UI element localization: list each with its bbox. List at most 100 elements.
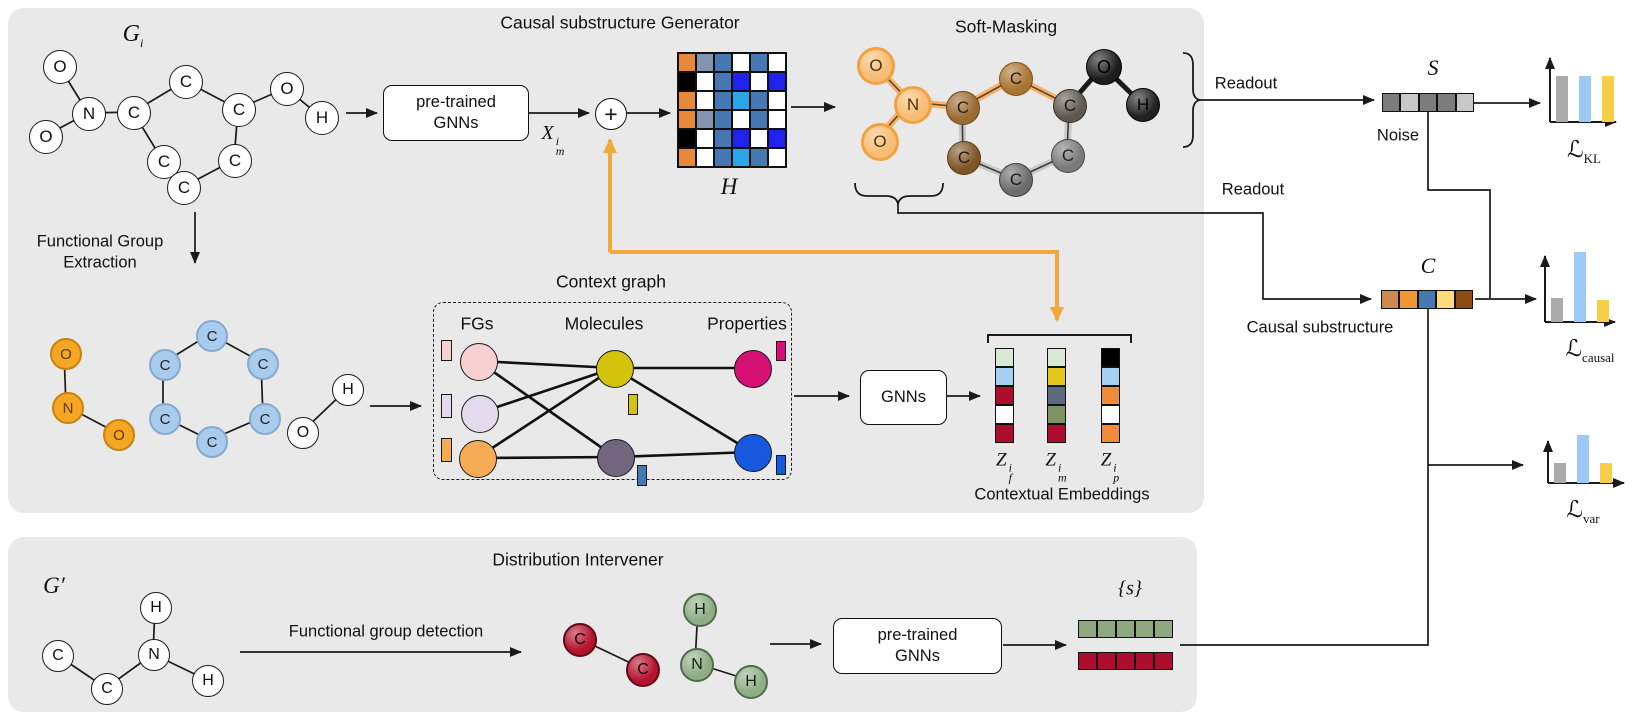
- fg-extraction-line1: Functional Group: [36, 232, 164, 251]
- loss-bar-1: [1577, 435, 1589, 483]
- atom-softmask-o: O: [861, 123, 899, 161]
- loss-causal-label: ℒcausal: [1565, 336, 1614, 366]
- pretrained-gnns-line1: pre-trained: [416, 93, 496, 112]
- cell: [1382, 93, 1401, 112]
- cell: [1417, 290, 1437, 309]
- property-node-magenta: [734, 350, 772, 388]
- atom-gi-c: C: [117, 96, 151, 130]
- c-vector: [1381, 290, 1473, 309]
- h-label: H: [720, 174, 738, 199]
- s-label: S: [1427, 55, 1439, 80]
- context-swatch-4: [637, 465, 647, 486]
- fg-node-lavender: [461, 395, 499, 433]
- context-graph-edges: [475, 359, 754, 460]
- context-swatch-3: [628, 394, 638, 415]
- cell: [696, 91, 714, 110]
- property-node-blue: [734, 434, 772, 472]
- cell: [678, 72, 696, 91]
- xm-sup: i: [555, 134, 560, 148]
- zp-base: Z: [1100, 449, 1112, 471]
- softmask-right-brace: [1182, 52, 1202, 148]
- cell: [1116, 620, 1135, 638]
- cell: [995, 424, 1014, 443]
- intervener-title: Distribution Intervener: [492, 549, 664, 570]
- gprime-label: G′: [43, 573, 65, 598]
- loss-kl-sub: KL: [1583, 150, 1601, 166]
- cell: [1436, 290, 1455, 309]
- atom-fg_no2-o: O: [103, 419, 135, 451]
- context-feedback-arrows: [603, 138, 1064, 322]
- pretrained-gnns2-line1: pre-trained: [877, 626, 958, 645]
- cell: [1154, 652, 1173, 670]
- fg-detection-label: Functional group detection: [288, 622, 484, 641]
- context-swatch-0: [441, 340, 452, 361]
- fg-node-orange: [459, 440, 497, 478]
- cell: [714, 53, 732, 72]
- atom-green_frag-h: H: [683, 593, 717, 627]
- loss-var-label: ℒvar: [1566, 497, 1599, 527]
- atom-gprime_mol-h: H: [192, 665, 224, 697]
- atom-gi-c: C: [222, 93, 256, 127]
- xm-base: X: [541, 122, 554, 144]
- zm-sub: m: [1057, 470, 1067, 485]
- orange-arrow-to-embeddings: [610, 250, 1064, 322]
- atom-green_frag-n: N: [680, 648, 714, 682]
- context-swatch-6: [776, 455, 786, 475]
- cell: [678, 148, 696, 167]
- cell: [732, 148, 750, 167]
- atom-gprime_mol-n: N: [138, 639, 170, 671]
- cell: [696, 148, 714, 167]
- atom-green_frag-h: H: [734, 665, 768, 699]
- s-set-red-vector: [1078, 652, 1173, 670]
- cell: [750, 148, 768, 167]
- loss-kl-base: ℒ: [1567, 137, 1584, 164]
- atom-fg_ring-c: C: [149, 403, 181, 435]
- atom-softmask-o: O: [1086, 49, 1122, 85]
- atom-softmask-n: N: [894, 86, 932, 124]
- readout-bottom-label: Readout: [1221, 180, 1285, 199]
- zf-sup: i: [1008, 460, 1012, 475]
- cell: [995, 348, 1014, 367]
- cell: [1097, 652, 1116, 670]
- fg-extraction-line2: Extraction: [63, 253, 137, 271]
- cell: [1047, 348, 1066, 367]
- zm-sup: i: [1057, 460, 1062, 475]
- cell: [732, 129, 750, 148]
- atom-fg_ring-c: C: [196, 320, 228, 352]
- cell: [768, 148, 786, 167]
- atom-fg_ring-c: C: [149, 349, 181, 381]
- context-swatch-5: [776, 341, 786, 361]
- plus-node: +: [595, 98, 627, 130]
- atom-softmask-o: O: [857, 47, 895, 85]
- zm-base: Z: [1045, 449, 1056, 471]
- atom-gi-n: N: [72, 97, 106, 131]
- cell: [995, 386, 1014, 405]
- cell: [995, 367, 1014, 386]
- soft-masking-title: Soft-Masking: [954, 16, 1058, 37]
- atom-softmask-c: C: [1051, 139, 1085, 173]
- cell: [732, 110, 750, 129]
- cell: [750, 53, 768, 72]
- xm-sub: m: [555, 144, 565, 158]
- softmask-under-brace: [854, 182, 944, 205]
- cell: [768, 53, 786, 72]
- atom-fg_ring-c: C: [196, 426, 228, 458]
- loss-chart-axes: [1540, 57, 1625, 488]
- atom-fg_no2-n: N: [52, 392, 84, 424]
- cell: [750, 110, 768, 129]
- atom-softmask-c: C: [999, 163, 1033, 197]
- cell: [714, 91, 732, 110]
- cell: [732, 72, 750, 91]
- atom-softmask-c: C: [947, 141, 981, 175]
- zm-vector: [1047, 348, 1066, 443]
- context-swatch-1: [441, 394, 452, 418]
- atom-gi-o: O: [43, 50, 77, 84]
- pretrained-gnns2-line2: GNNs: [895, 647, 940, 665]
- gnns-box-label: GNNs: [881, 388, 926, 407]
- causal-substructure-label: Causal substructure: [1246, 318, 1394, 337]
- cell: [1399, 290, 1418, 309]
